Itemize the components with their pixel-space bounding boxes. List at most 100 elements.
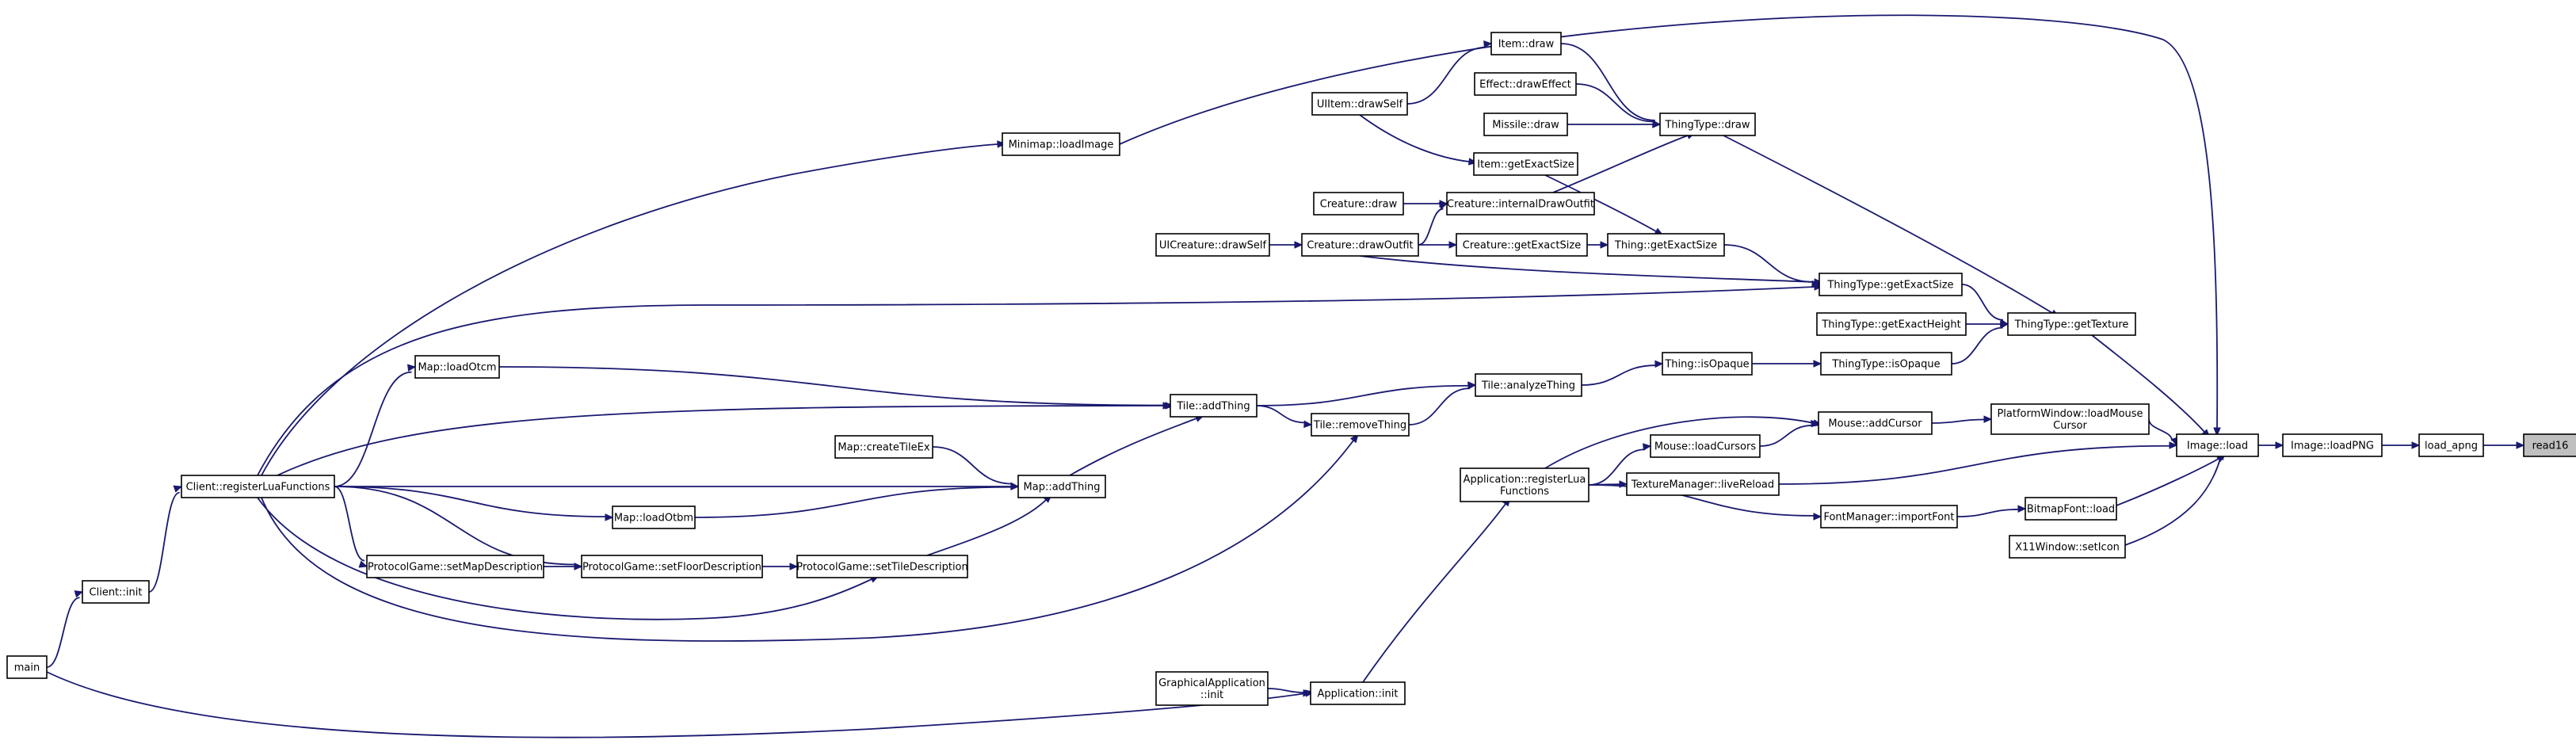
node-effect-draweffect[interactable]: Effect::drawEffect [1474, 72, 1577, 96]
edge-line [257, 286, 1815, 476]
edge-line [932, 446, 1013, 485]
call-edge-main-to-client_init [46, 590, 84, 668]
node-box [796, 555, 968, 578]
arrowhead [1483, 40, 1493, 48]
node-label: Effect::drawEffect [1479, 79, 1571, 91]
node-uicreature-drawself[interactable]: UICreature::drawSelf [1155, 233, 1270, 257]
node-client-init[interactable]: Client::init [82, 580, 150, 604]
node-tile-analyzething[interactable]: Tile::analyzeThing [1475, 373, 1582, 397]
edge-line [926, 499, 1047, 556]
arrowhead [1813, 513, 1822, 521]
arrowhead [1448, 241, 1458, 249]
node-box [1818, 273, 1963, 296]
node-item-draw[interactable]: Item::draw [1490, 32, 1562, 55]
node-application-registerluafunctions[interactable]: Application::registerLuaFunctions [1460, 467, 1589, 502]
edge-line [1588, 448, 1646, 486]
node-minimap-loadimage[interactable]: Minimap::loadImage [1002, 132, 1120, 156]
node-label: Tile::removeThing [1313, 420, 1406, 432]
node-thing-getexactsize[interactable]: Thing::getExactSize [1607, 233, 1725, 257]
node-load-apng[interactable]: load_apng [2418, 433, 2484, 457]
node-map-createtileex[interactable]: Map::createTileEx [834, 435, 933, 459]
edge-line [46, 671, 1307, 738]
node-box [1820, 352, 1952, 376]
node-box [1626, 472, 1780, 496]
node-graphicalapplication-init[interactable]: GraphicalApplication::init [1155, 671, 1269, 706]
node-main[interactable]: main [6, 655, 48, 679]
node-box [1662, 352, 1753, 376]
node-tile-removething[interactable]: Tile::removeThing [1311, 413, 1410, 437]
call-edge-thingtype_getexactsize-to-thingtype_gettexture [1961, 284, 2009, 327]
edge-line [148, 491, 180, 593]
node-label: TextureManager::liveReload [1631, 479, 1774, 491]
node-item-getexactsize[interactable]: Item::getExactSize [1473, 152, 1578, 176]
node-thing-isopaque[interactable]: Thing::isOpaque [1662, 352, 1753, 376]
node-tile-addthing[interactable]: Tile::addThing [1170, 394, 1257, 418]
node-label: ::init [1200, 689, 1223, 701]
node-client-registerluafunctions[interactable]: Client::registerLuaFunctions [181, 475, 335, 498]
node-protocolgame-setfloordescription[interactable]: ProtocolGame::setFloorDescription [581, 555, 763, 578]
node-box [1311, 413, 1410, 437]
edge-line [1544, 174, 1657, 232]
call-edge-client_registerluafunctions-to-map_addthing [334, 483, 1020, 490]
call-edge-minimap_loadimage-to-image_load [1119, 14, 2221, 437]
node-creature-internaldrawoutfit[interactable]: Creature::internalDrawOutfit [1446, 192, 1595, 216]
node-missile-draw[interactable]: Missile::draw [1483, 113, 1568, 136]
node-uiitem-drawself[interactable]: UIItem::drawSelf [1311, 92, 1408, 116]
edge-line [1544, 416, 1815, 469]
node-image-load[interactable]: Image::load [2176, 433, 2259, 457]
edge-line [1723, 244, 1814, 283]
node-box [2009, 535, 2126, 559]
node-box [366, 555, 544, 578]
node-map-loadotbm[interactable]: Map::loadOtbm [612, 506, 696, 529]
edge-line [1956, 509, 2020, 517]
node-label: Map::loadOtbm [614, 513, 693, 525]
call-edge-tile_removething-to-tile_analyzething [1408, 382, 1477, 425]
node-box [1818, 411, 1933, 435]
node-box [1155, 671, 1269, 706]
arrowhead [1813, 360, 1822, 368]
node-box [1155, 233, 1270, 257]
node-mouse-loadcursors[interactable]: Mouse::loadCursors [1650, 434, 1761, 458]
node-map-loadotcm[interactable]: Map::loadOtcm [414, 355, 500, 379]
node-mouse-addcursor[interactable]: Mouse::addCursor [1818, 411, 1933, 435]
node-label: Functions [1500, 486, 1549, 498]
node-protocolgame-settiledescription[interactable]: ProtocolGame::setTileDescription [796, 555, 968, 578]
node-box [1460, 467, 1589, 502]
node-texturemanager-livereload[interactable]: TextureManager::liveReload [1626, 472, 1780, 496]
node-creature-drawoutfit[interactable]: Creature::drawOutfit [1301, 233, 1419, 257]
node-thingtype-gettexture[interactable]: ThingType::getTexture [2007, 312, 2136, 336]
node-box [1473, 152, 1578, 176]
arrowhead [74, 590, 84, 598]
call-edge-protocolgame_settiledescription-to-map_addthing [926, 494, 1053, 556]
edge-line [1961, 284, 2004, 321]
node-thingtype-getexactheight[interactable]: ThingType::getExactHeight [1816, 312, 1967, 336]
node-application-init[interactable]: Application::init [1310, 681, 1406, 705]
node-thingtype-isopaque[interactable]: ThingType::isOpaque [1820, 352, 1952, 376]
edge-line [334, 371, 412, 487]
arrowhead [1467, 382, 1477, 390]
node-label: Mouse::addCursor [1828, 418, 1922, 430]
node-creature-getexactsize[interactable]: Creature::getExactSize [1456, 233, 1588, 257]
arrowhead [2275, 441, 2284, 449]
node-image-loadpng[interactable]: Image::loadPNG [2282, 433, 2383, 457]
node-box [2523, 433, 2576, 457]
call-edge-platformwindow_loadmousecursor-to-image_load [2148, 418, 2178, 447]
call-edge-x11window_seticon-to-image_load [2124, 450, 2224, 546]
node-box [1456, 233, 1588, 257]
node-bitmapfont-load[interactable]: BitmapFont::load [2025, 497, 2117, 521]
call-edge-application_init-to-application_registerluafunctions [1362, 496, 1511, 683]
node-map-addthing[interactable]: Map::addThing [1017, 475, 1106, 498]
node-read16[interactable]: read16 [2523, 433, 2576, 457]
edge-line [1119, 14, 2219, 429]
node-fontmanager-importfont[interactable]: FontManager::importFont [1820, 505, 1958, 528]
call-edge-creature_getexactsize-to-thing_getexactsize [1587, 241, 1609, 249]
node-label: Missile::draw [1492, 120, 1559, 132]
node-x11window-seticon[interactable]: X11Window::setIcon [2009, 535, 2126, 559]
node-protocolgame-setmapdescription[interactable]: ProtocolGame::setMapDescription [366, 555, 544, 578]
node-thingtype-draw[interactable]: ThingType::draw [1659, 113, 1756, 136]
node-creature-draw[interactable]: Creature::draw [1313, 192, 1404, 216]
call-edge-thing_isopaque-to-thingtype_isopaque [1752, 360, 1822, 368]
node-thingtype-getexactsize[interactable]: ThingType::getExactSize [1818, 273, 1963, 296]
node-label: Application::registerLua [1464, 474, 1586, 486]
